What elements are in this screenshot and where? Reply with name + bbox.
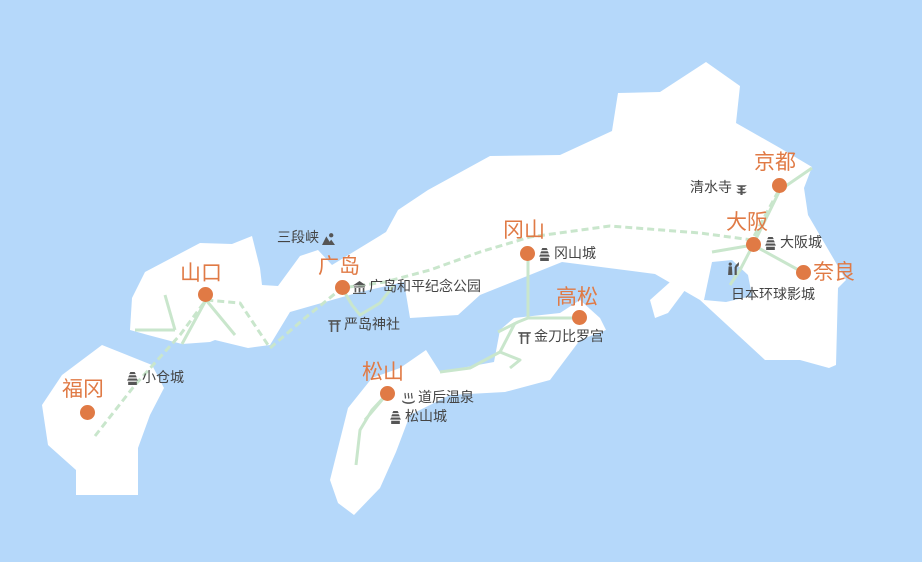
poi-label: 冈山城 [554,246,596,262]
shikoku-landmass [330,300,606,515]
yamaguchi-marker[interactable] [198,287,213,302]
city-label-nara[interactable]: 奈良 [813,260,855,284]
city-label-takamatsu[interactable]: 高松 [556,285,598,309]
poi-label: 广岛和平纪念公园 [369,279,481,295]
poi-label: 三段峡 [277,230,319,246]
takamatsu-marker[interactable] [572,310,587,325]
honshu-landmass [130,62,846,368]
osaka-marker[interactable] [746,237,761,252]
awaji-island [650,266,700,318]
city-label-yamaguchi[interactable]: 山口 [180,261,222,285]
poi-kiyomizu[interactable]: 清水寺 [690,181,748,195]
pagoda-icon [736,181,747,195]
poi-label: 小仓城 [142,370,184,386]
torii-icon [518,331,531,344]
rail-line-1 [180,284,396,345]
torii-icon [328,319,341,332]
kyoto-marker[interactable] [772,178,787,193]
poi-label: 金刀比罗宫 [534,329,604,345]
poi-itsukushima[interactable]: 严岛神社 [328,318,400,332]
shinkansen-line [93,187,782,437]
city-label-hiroshima[interactable]: 广岛 [318,254,360,278]
landscape-icon [322,232,335,245]
rail-network [93,166,813,466]
hiroshima-marker[interactable] [335,280,350,295]
poi-dogo-onsen[interactable]: 道后温泉 [402,391,474,405]
poi-label: 松山城 [405,409,447,425]
poi-osaka-castle[interactable]: 大阪城 [764,236,822,250]
city-label-matsuyama[interactable]: 松山 [362,360,404,384]
poi-sandankyo[interactable]: 三段峡 [277,231,335,245]
rail-line-3 [354,322,522,466]
poi-label: 清水寺 [690,180,732,196]
poi-kokura-castle[interactable]: 小仓城 [126,371,184,385]
castle-icon [539,247,550,261]
theme-park-icon [728,262,739,275]
poi-matsuyama-castle[interactable]: 松山城 [389,410,447,424]
city-label-fukuoka[interactable]: 福冈 [62,377,104,401]
fukuoka-marker[interactable] [80,405,95,420]
okayama-marker[interactable] [520,246,535,261]
poi-kotohira[interactable]: 金刀比罗宫 [518,330,604,344]
nara-marker[interactable] [796,265,811,280]
castle-icon [127,371,138,385]
city-label-okayama[interactable]: 冈山 [503,218,545,242]
rail-line-2 [497,255,580,334]
poi-label: 道后温泉 [418,390,474,406]
poi-usj[interactable] [727,262,740,275]
city-label-osaka[interactable]: 大阪 [726,210,768,234]
poi-label: 大阪城 [780,235,822,251]
castle-icon [765,236,776,250]
rail-line-5 [135,294,177,332]
poi-peace-park[interactable]: 广岛和平纪念公园 [353,280,481,294]
castle-icon [390,410,401,424]
onsen-icon [402,392,415,404]
memorial-icon [353,280,366,294]
poi-label: 严岛神社 [344,317,400,333]
matsuyama-marker[interactable] [380,386,395,401]
poi-usj-label[interactable]: 日本环球影城 [731,287,815,303]
city-label-kyoto[interactable]: 京都 [754,150,796,174]
poi-okayama-castle[interactable]: 冈山城 [538,247,596,261]
